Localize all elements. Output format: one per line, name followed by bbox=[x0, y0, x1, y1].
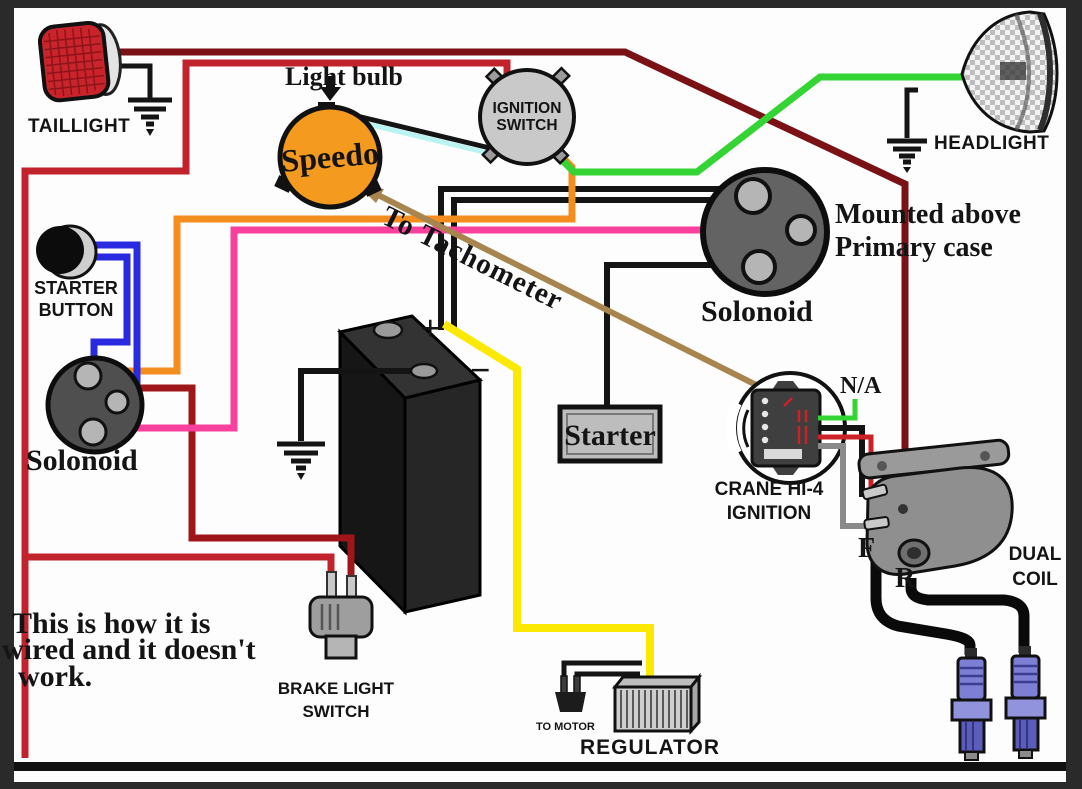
battery-minus-label: − bbox=[470, 350, 491, 390]
regulator bbox=[611, 672, 703, 735]
solenoid-left-label: Solonoid bbox=[26, 444, 138, 477]
wire-gray-module-to-coil bbox=[818, 443, 876, 529]
motor-plug bbox=[555, 675, 586, 712]
caption-line1: This is how it is bbox=[12, 607, 211, 640]
ignition-switch bbox=[478, 66, 576, 166]
starter-button bbox=[36, 224, 98, 280]
wire-red-to-brake-switch-left bbox=[25, 553, 335, 576]
na-label: N/A bbox=[840, 373, 882, 399]
wire-yellow-battery-to-regulator bbox=[441, 320, 654, 679]
battery-terminals bbox=[372, 320, 439, 380]
wire-pink-solenoid-to-solenoid bbox=[100, 226, 799, 432]
light-bulb-arrow-icon bbox=[320, 76, 341, 101]
wire-blue-button-to-solenoid-top bbox=[89, 253, 131, 367]
solenoid-right bbox=[700, 167, 830, 297]
solenoid-right-label: Solonoid bbox=[701, 295, 813, 328]
to-motor-label: TO MOTOR bbox=[536, 721, 595, 733]
battery-ground-symbol bbox=[277, 441, 325, 480]
brake-light-switch bbox=[308, 571, 374, 660]
headlight-label: HEADLIGHT bbox=[934, 133, 1050, 154]
wire-darkred-solenoid-to-brake-switch bbox=[99, 384, 355, 578]
spark-plug-rear bbox=[1004, 646, 1047, 759]
speedo bbox=[274, 102, 383, 210]
starter-box bbox=[557, 404, 663, 464]
starter-label: Starter bbox=[564, 419, 656, 452]
coil-front-label: F bbox=[858, 533, 876, 564]
crane-hi4-module bbox=[726, 371, 847, 485]
wire-black-battery-to-solenoid-1 bbox=[438, 186, 748, 330]
headlight-ground-symbol bbox=[887, 138, 927, 173]
wire-sparkplug-front bbox=[870, 552, 976, 655]
module-connector-marks bbox=[783, 397, 808, 444]
wire-black-starter-to-solenoid bbox=[604, 262, 752, 407]
wire-green-na bbox=[818, 399, 858, 421]
bottom-border-line bbox=[14, 762, 1066, 771]
wire-black-headlight-ground bbox=[904, 87, 918, 138]
dual-coil bbox=[857, 438, 1014, 576]
taillight-ground-symbol bbox=[128, 97, 172, 136]
wire-black-taillight-ground bbox=[113, 63, 153, 98]
taillight bbox=[37, 20, 122, 103]
solenoid-left bbox=[45, 355, 145, 455]
coil-rear-label: R bbox=[895, 563, 916, 594]
light-bulb-label: Light bulb bbox=[285, 62, 403, 91]
regulator-label: REGULATOR bbox=[580, 736, 721, 759]
spark-plug-front bbox=[950, 648, 993, 761]
caption-line3: work. bbox=[18, 660, 93, 693]
wire-red-ignition-to-left-edge bbox=[21, 59, 511, 758]
caption-line2: wired and it doesn't bbox=[2, 633, 256, 666]
wire-black-battery-to-solenoid-2 bbox=[451, 197, 744, 330]
wire-black-battery-ground bbox=[298, 368, 424, 441]
taillight-label: TAILLIGHT bbox=[28, 116, 131, 137]
headlight bbox=[960, 10, 1059, 134]
battery-plus-label: + bbox=[420, 308, 441, 348]
wire-sparkplug-rear bbox=[905, 578, 1030, 653]
wire-green-ignition-to-headlight bbox=[558, 73, 962, 176]
battery bbox=[337, 314, 484, 616]
wire-tan-tachometer bbox=[362, 185, 810, 414]
